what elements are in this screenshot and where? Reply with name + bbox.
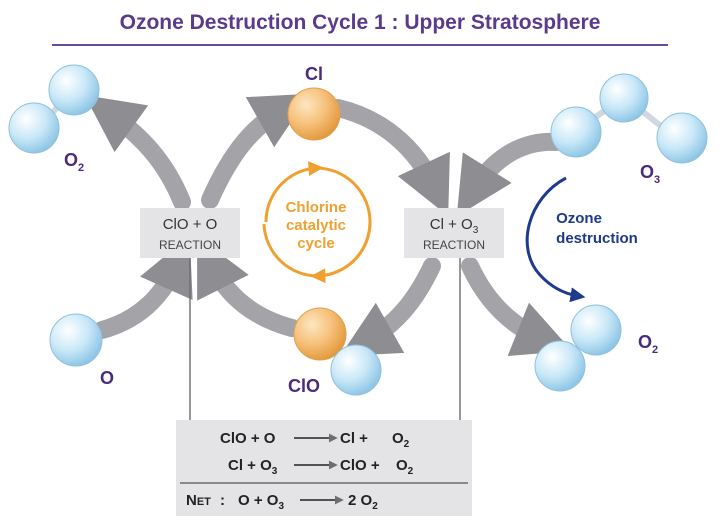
molecule-o2-bottom-right — [534, 304, 622, 392]
reaction-box-right: Cl + O3 REACTION — [404, 208, 504, 258]
label-o3-top-right-sub: 3 — [654, 174, 660, 186]
eq2-lhs-sub: 3 — [272, 466, 278, 477]
reaction-right-sub: 3 — [473, 225, 479, 236]
eq1-lhs: ClO + O — [220, 430, 276, 447]
label-cl: Cl — [305, 64, 323, 84]
arrow-clo-to-left — [197, 236, 301, 337]
eq1-rhs-a: Cl + — [340, 430, 368, 447]
connector-left — [189, 258, 218, 443]
atom-o-bottom-left — [49, 313, 103, 367]
eq2-rhs-b-main: O — [396, 457, 408, 474]
cycle-label-1: Chlorine — [286, 199, 347, 216]
net-rhs-sub: 2 — [372, 501, 378, 512]
label-o2-bottom-right-sub: 2 — [652, 344, 658, 356]
eq1-rhs-b-sub: 2 — [404, 439, 410, 450]
reaction-right-type: REACTION — [423, 238, 485, 252]
equation-2: Cl + O3 ClO + O2 — [228, 457, 414, 477]
equation-box: ClO + O Cl + O2 Cl + O3 ClO + O2 NET : O… — [176, 420, 472, 516]
label-o3-top-right: O3 — [640, 162, 660, 186]
net-rhs-main: 2 O — [348, 492, 373, 509]
label-o2-top-left: O2 — [64, 150, 84, 174]
ozone-destruction-label-1: Ozone — [556, 210, 602, 227]
equation-net: NET : O + O3 2 O2 — [186, 492, 378, 512]
label-o2-bottom-right-main: O — [638, 332, 652, 352]
cycle-arc-top — [264, 161, 324, 223]
ozone-destruction-label-2: destruction — [556, 230, 638, 247]
net-lhs-sub: 3 — [278, 501, 284, 512]
atom-cl — [287, 87, 341, 141]
arrow-right-to-o2 — [461, 257, 572, 357]
molecule-clo — [293, 307, 382, 396]
net-lhs-main: O + O — [238, 492, 279, 509]
reaction-right-formula: Cl + O3 — [430, 216, 479, 236]
eq1-rhs-b: O2 — [392, 430, 410, 450]
net-label-big: N — [186, 492, 197, 509]
reaction-left-formula: ClO + O — [163, 216, 218, 233]
label-o-bottom-left: O — [100, 368, 114, 388]
eq2-rhs-b: O2 — [396, 457, 414, 477]
molecule-o2-top-left — [8, 64, 100, 154]
arrow-o-to-left — [93, 235, 193, 339]
net-label-small: ET — [197, 496, 211, 508]
net-lhs: O + O3 — [238, 492, 284, 512]
arrow-left-to-cl — [201, 93, 311, 209]
net-colon: : — [220, 492, 225, 509]
eq2-lhs: Cl + O3 — [228, 457, 278, 477]
label-o3-top-right-main: O — [640, 162, 654, 182]
flow-arrows — [84, 93, 572, 357]
eq2-rhs-b-sub: 2 — [408, 466, 414, 477]
arrow-right-to-clo — [339, 257, 441, 357]
reaction-box-left: ClO + O REACTION — [140, 208, 240, 258]
cycle-label-3: cycle — [297, 235, 335, 252]
catalytic-cycle — [262, 161, 372, 284]
eq2-lhs-main: Cl + O — [228, 457, 272, 474]
arrow-left-to-o2 — [84, 95, 191, 211]
equation-1: ClO + O Cl + O2 — [220, 430, 410, 450]
eq1-rhs-b-main: O — [392, 430, 404, 447]
arrow-cl-to-right — [329, 99, 450, 217]
label-o2-top-left-sub: 2 — [78, 162, 84, 174]
page-title: Ozone Destruction Cycle 1 : Upper Strato… — [120, 11, 601, 34]
eq2-rhs-a: ClO + — [340, 457, 380, 474]
net-label: NET — [186, 492, 211, 509]
reaction-right-pre: Cl + O — [430, 216, 473, 233]
ozone-destruction-arrow — [525, 176, 586, 303]
cycle-arc-bottom — [310, 221, 372, 284]
reaction-left-type: REACTION — [159, 238, 221, 252]
molecule-o3-top-right — [550, 73, 708, 164]
label-o2-bottom-right: O2 — [638, 332, 658, 356]
cycle-label-2: catalytic — [286, 217, 346, 234]
cycle-arc-left — [262, 223, 319, 278]
label-clo: ClO — [288, 376, 320, 396]
label-o2-top-left-main: O — [64, 150, 78, 170]
net-rhs: 2 O2 — [348, 492, 378, 512]
arrow-o3-to-right — [456, 132, 565, 217]
